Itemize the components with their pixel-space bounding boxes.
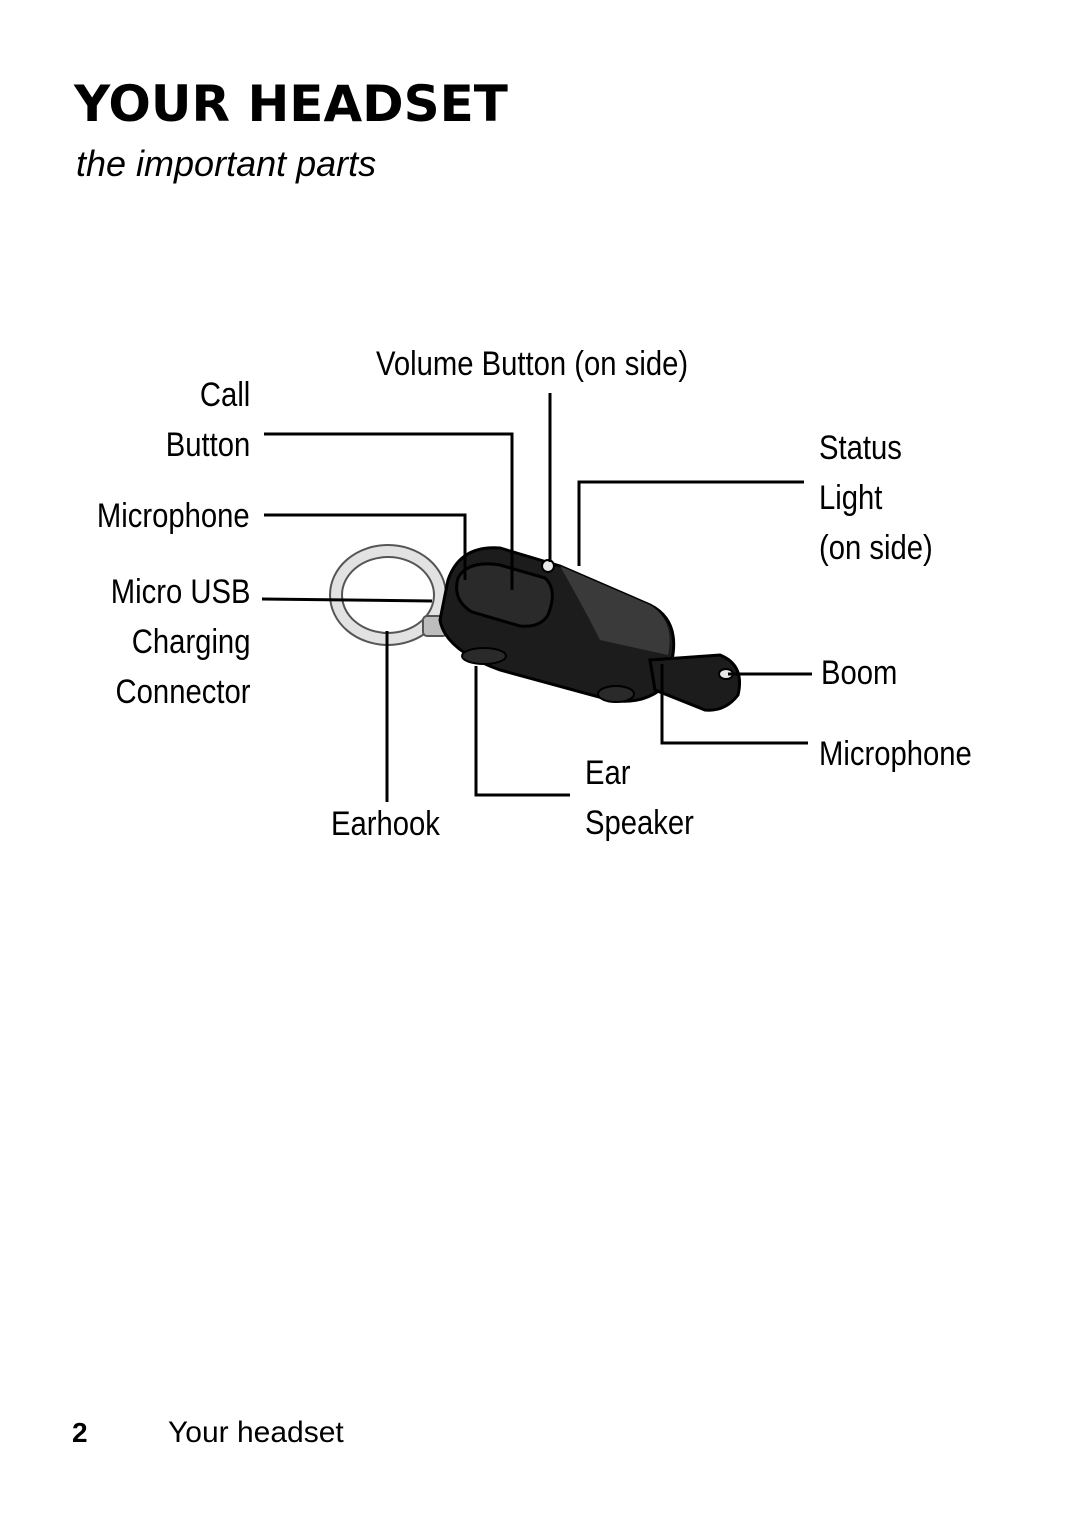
micro-usb-label-line2: Charging (131, 623, 250, 661)
leader-micro-usb (261, 597, 433, 603)
boom-label-text: Boom (821, 654, 898, 692)
ear-speaker-label-line2: Speaker (585, 804, 694, 842)
microphone-right-label: Microphone (819, 729, 972, 779)
page-title: YOUR HEADSET (74, 75, 508, 133)
leader-microphone-right (660, 664, 808, 745)
footer-section-title: Your headset (168, 1416, 344, 1449)
ear-speaker-label: Ear Speaker (585, 748, 694, 848)
headset-diagram: Call Button Microphone Micro USB Chargin… (97, 339, 972, 849)
status-light-label-line3: (on side) (819, 529, 933, 567)
status-light-label-line2: Light (819, 479, 883, 517)
headset-illustration (261, 393, 812, 802)
microphone-right-label-text: Microphone (819, 735, 972, 773)
footer-page-number: 2 (72, 1417, 88, 1448)
micro-usb-label-line3: Connector (115, 673, 250, 711)
microphone-left-label: Microphone (97, 491, 250, 541)
leader-call-button (264, 432, 514, 590)
earhook-label: Earhook (331, 799, 440, 849)
status-light-label-line1: Status (819, 429, 902, 467)
micro-usb-label: Micro USB Charging Connector (110, 567, 250, 717)
ear-speaker-label-line1: Ear (585, 754, 631, 792)
call-button-label: Call Button (165, 370, 250, 470)
leader-ear-speaker (474, 666, 570, 797)
boom-label: Boom (821, 648, 897, 698)
microphone-left-label-text: Microphone (97, 497, 250, 535)
page-subtitle: the important parts (76, 143, 377, 184)
leader-microphone-left (264, 513, 467, 580)
leader-lines (261, 393, 812, 802)
call-button-label-line2: Button (165, 426, 250, 464)
volume-button-label-text: Volume Button (on side) (376, 345, 689, 383)
headset-body (438, 546, 741, 712)
status-light-label: Status Light (on side) (819, 423, 933, 573)
leader-status-light (577, 480, 804, 566)
micro-usb-label-line1: Micro USB (110, 573, 250, 611)
call-button-label-line1: Call (199, 376, 250, 414)
earhook-label-text: Earhook (331, 805, 440, 843)
volume-button-label: Volume Button (on side) (376, 339, 688, 389)
